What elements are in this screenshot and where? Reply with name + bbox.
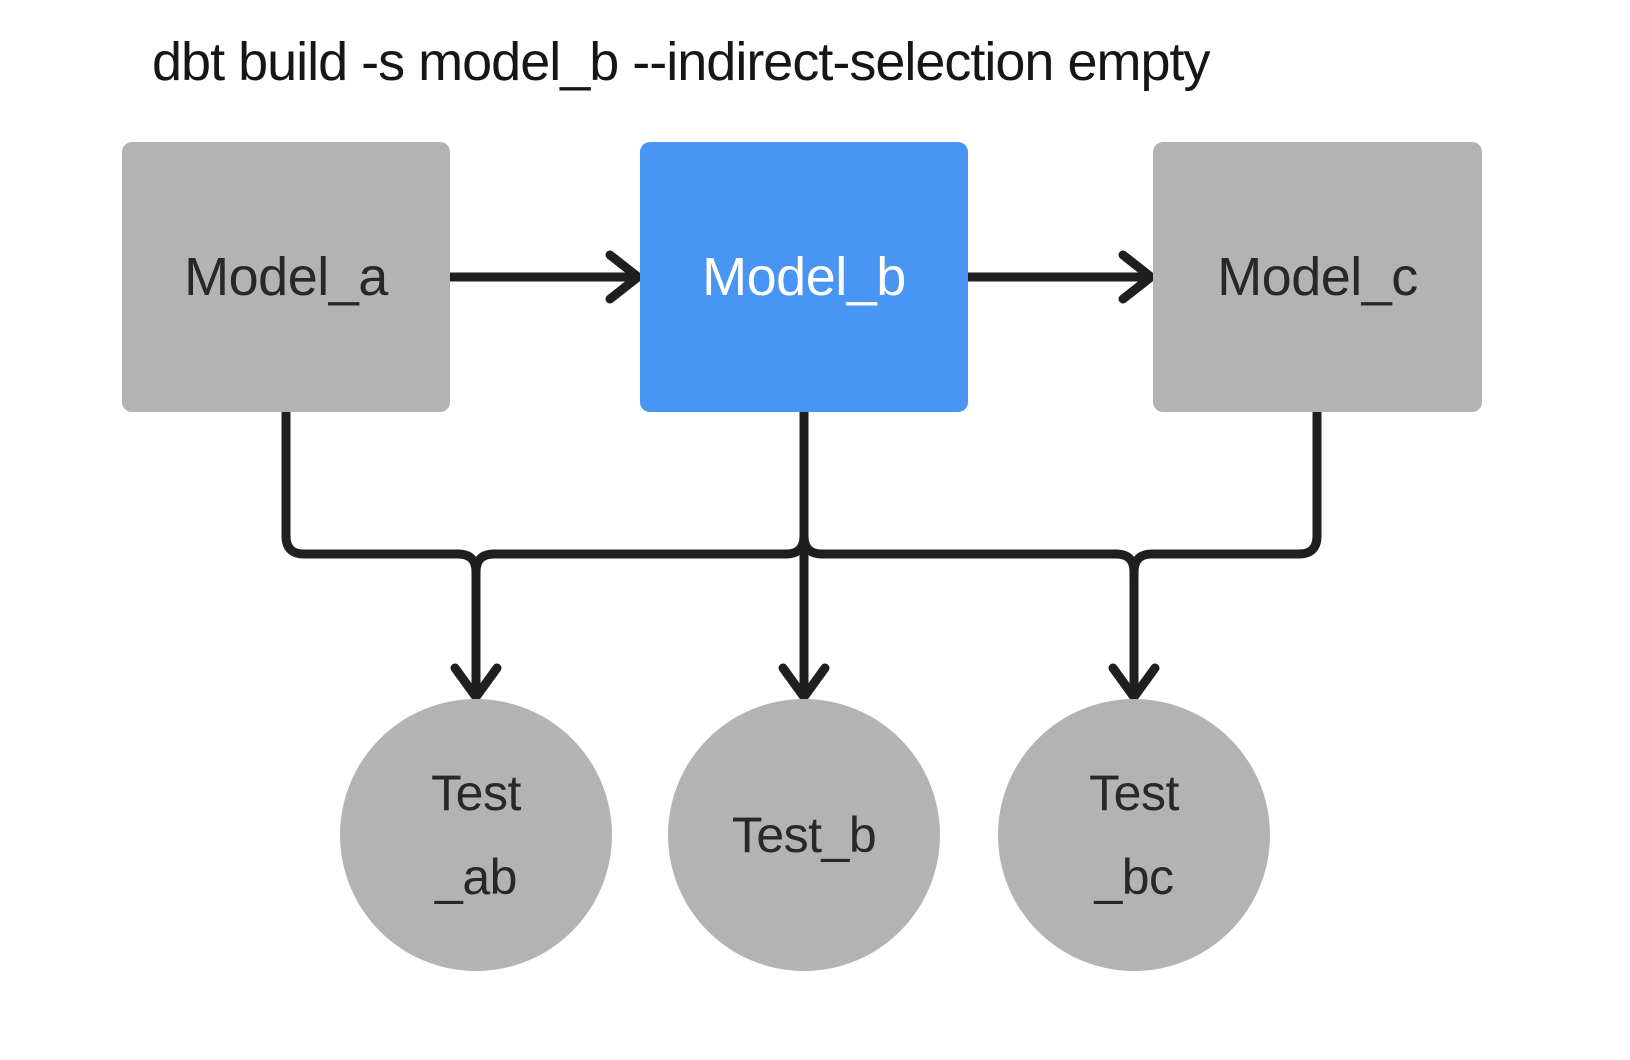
edge-model-b-to-model-c-arrowhead-icon (1118, 250, 1156, 304)
node-test-ab: Test _ab (340, 699, 612, 971)
edge-test-ab-arrowhead-icon (450, 663, 502, 702)
node-model-c-label: Model_c (1217, 247, 1418, 307)
node-test-b: Test_b (668, 699, 940, 971)
edge-model-b-to-test-ab (471, 407, 809, 577)
node-test-bc-label-line1: Test (1089, 765, 1179, 821)
node-test-ab-label-line2: _ab (435, 849, 517, 905)
node-model-b-label: Model_b (702, 247, 906, 307)
node-test-ab-label-line1: Test (431, 765, 521, 821)
diagram-title: dbt build -s model_b --indirect-selectio… (152, 32, 1210, 92)
edge-test-bc-arrowhead-icon (1108, 663, 1160, 702)
edge-model-a-to-model-b-arrowhead-icon (605, 250, 643, 304)
edge-model-a-to-test-ab (281, 407, 481, 697)
node-test-b-label-line1: Test_b (731, 807, 877, 863)
edges-group (281, 250, 1322, 702)
node-model-a-label: Model_a (184, 247, 388, 307)
node-test-bc-label-line2: _bc (1094, 849, 1174, 905)
node-model-b-selected: Model_b (640, 142, 968, 412)
edge-model-c-to-test-bc (1129, 407, 1322, 577)
edge-model-b-to-test-bc (799, 407, 1139, 697)
edge-test-b-arrowhead-icon (778, 663, 830, 702)
node-model-c: Model_c (1153, 142, 1482, 412)
node-model-a: Model_a (122, 142, 450, 412)
node-test-bc: Test _bc (998, 699, 1270, 971)
